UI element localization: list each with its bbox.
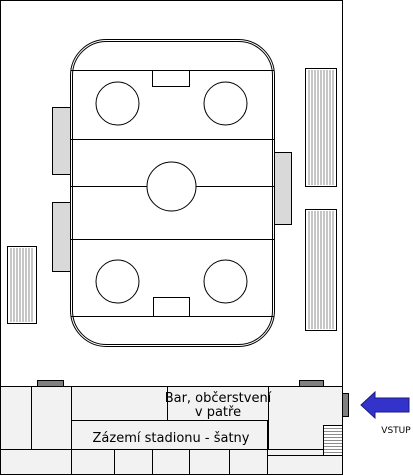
goal-crease-top [152,70,190,87]
bar-label-line2: v patře [195,405,241,420]
stand-right-top [305,68,337,187]
bar-room [167,386,269,424]
stand-left-hatch [10,248,33,322]
locker-room-5 [229,449,268,475]
locker-room-3 [152,449,190,475]
room-2 [31,386,72,450]
corridor [71,420,268,450]
center-faceoff-circle [146,161,197,212]
stand-right-bottom-hatch [308,211,334,329]
room-1 [0,386,32,450]
backstage-label: Zázemí stadionu - šatny [93,431,250,446]
backstage-building [0,386,349,475]
penalty-box-right [273,152,292,225]
locker-room-6 [267,455,343,475]
bench-left-top [52,107,71,175]
rink-inner-board [72,41,273,345]
locker-room-1 [71,449,115,475]
bar-label-line1: Bar, občerstvení [165,391,272,406]
entrance-label: VSTUP [381,426,411,436]
bench-left-bottom [52,202,71,272]
stand-left [7,246,37,324]
staircase [323,425,343,456]
ice-rink [70,39,275,347]
faceoff-circle-top-right [203,81,248,126]
faceoff-circle-bottom-right [203,259,248,304]
entrance-door [342,393,349,417]
room-3 [71,386,168,421]
stand-right-top-hatch [308,70,334,185]
locker-room-4 [189,449,230,475]
vent-left [37,380,64,387]
faceoff-circle-top-left [95,81,140,126]
entrance-arrow-icon [360,390,410,420]
stand-right-bottom [305,209,337,331]
locker-room-2 [114,449,153,475]
goal-crease-bottom [153,297,190,317]
vent-right [299,380,324,387]
faceoff-circle-bottom-left [95,259,140,304]
